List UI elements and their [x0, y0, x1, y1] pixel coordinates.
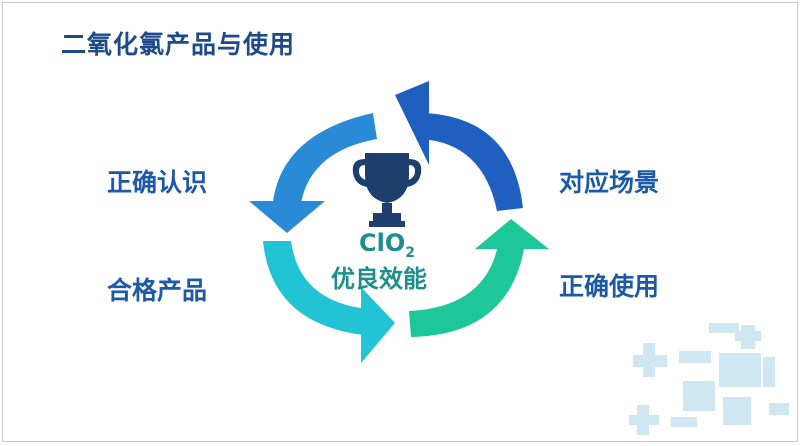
arrow-top-left-head: [249, 201, 325, 233]
label-qualified-product: 合格产品: [107, 276, 208, 305]
arrow-bottom-right-head: [475, 219, 549, 249]
slide-title: 二氧化氯产品与使用: [61, 30, 296, 59]
arrow-top-right-head: [395, 81, 429, 165]
formula-subscript: 2: [405, 244, 415, 261]
formula-main: ClO: [359, 229, 406, 257]
label-matching-scenario: 对应场景: [559, 168, 660, 197]
center-formula: ClO2: [359, 229, 415, 261]
center-text: 优良效能: [331, 265, 427, 293]
arrow-bottom-left: [263, 241, 367, 335]
arrow-top-right: [421, 113, 523, 211]
arrow-bottom-left-head: [361, 287, 395, 363]
plus-pattern-icon: [629, 323, 789, 435]
label-correct-understanding: 正确认识: [107, 168, 208, 197]
label-correct-usage: 正确使用: [559, 272, 660, 301]
arrow-bottom-right: [409, 239, 525, 337]
arrow-top-left: [273, 113, 377, 203]
cycle-arrow-icon: [249, 81, 549, 363]
trophy-icon: [352, 153, 422, 227]
